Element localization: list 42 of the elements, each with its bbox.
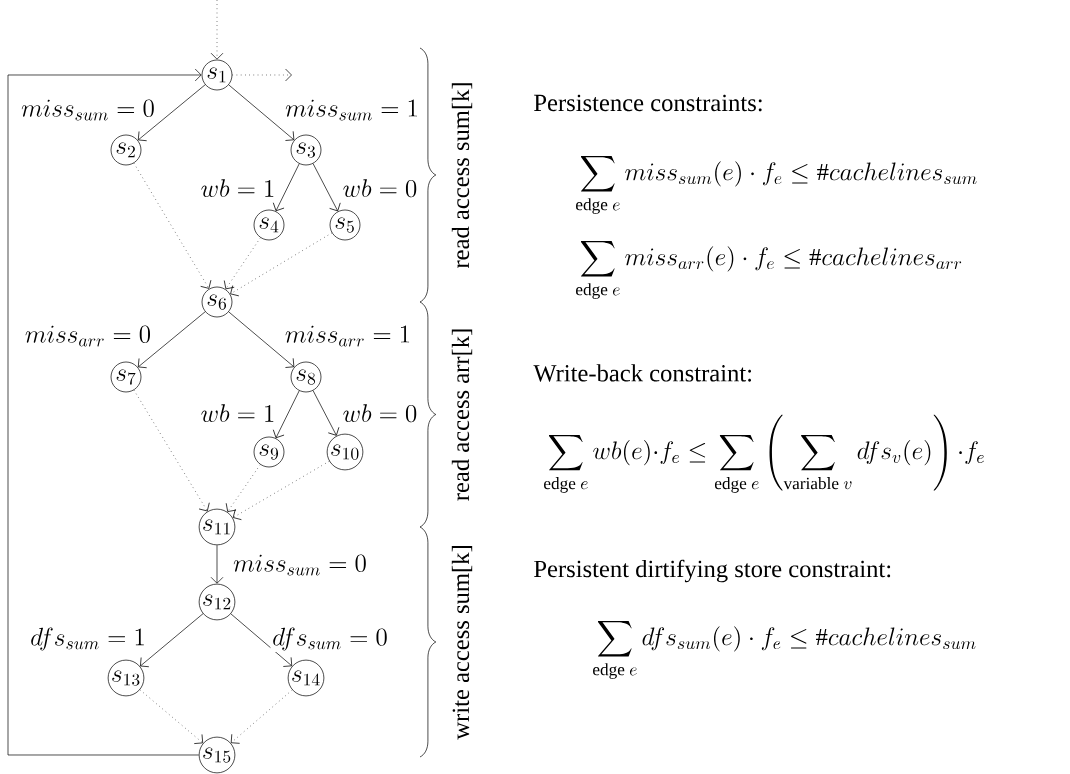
edge-label: $dfs_{sum} = 1$ xyxy=(28,626,148,652)
arrow xyxy=(312,390,340,436)
edge-label: $wb = 1$ xyxy=(198,177,278,199)
formula: $\sum_{\text{edge } e} dfs_{sum}(e) \cdot f_e \leq \#cachelines_{sum}$ xyxy=(593,621,976,679)
edge-label: $wb = 1$ xyxy=(198,402,278,424)
section-heading: Persistence constraints: xyxy=(534,94,762,112)
arrow xyxy=(230,689,293,744)
edge-label: $miss_{arr} = 0$ xyxy=(23,324,153,348)
arrow xyxy=(137,311,206,369)
edge-label: $wb = 0$ xyxy=(340,402,420,424)
arrow xyxy=(272,390,300,439)
arrow xyxy=(137,84,206,142)
arrow xyxy=(133,162,212,289)
arrow xyxy=(228,311,295,368)
edge-label: $miss_{arr} = 1$ xyxy=(283,324,413,348)
formula: $\sum_{\text{edge } e} wb(e){\cdot} f_e \leq \sum_{\text{edge } e} \left( \sum_{\text{variable } v} dfs_v(e) \right){\cdot} f_e$ xyxy=(544,414,984,493)
edge-label: $miss_{sum} = 1$ xyxy=(283,98,421,122)
arrow xyxy=(140,613,204,668)
arrow xyxy=(230,613,293,667)
brace-label: write access sum[k] xyxy=(451,546,473,740)
formula: $\sum_{\text{edge } e} miss_{sum}(e) \cdot f_e \leq \#cachelines_{sum}$ xyxy=(576,156,977,214)
arrow xyxy=(272,163,300,212)
edge-label: $dfs_{sum} = 0$ xyxy=(270,626,390,652)
section-heading: Persistent dirtifying store constraint: xyxy=(534,559,891,583)
arrow xyxy=(223,237,261,290)
formula: $\sum_{\text{edge } e} miss_{arr}(e) \cdot f_e \leq \#cachelines_{arr}$ xyxy=(576,241,962,299)
arrow xyxy=(210,544,224,584)
arrow xyxy=(7,68,202,756)
edge-label: $wb = 0$ xyxy=(340,177,420,199)
arrow xyxy=(139,689,204,744)
edge-label: $miss_{sum} = 0$ xyxy=(19,98,157,122)
brace-label: read access arr[k] xyxy=(451,329,473,501)
arrow xyxy=(210,0,224,60)
brace-label: read access sum[k] xyxy=(451,83,473,269)
arrow xyxy=(225,464,261,512)
arrow xyxy=(232,68,292,82)
arrow xyxy=(133,389,210,512)
arrow xyxy=(312,163,341,212)
arrow xyxy=(230,232,333,297)
section-heading: Write-back constraint: xyxy=(533,364,752,382)
arrow xyxy=(228,84,295,141)
edge-label: $miss_{sum} = 0$ xyxy=(231,553,369,577)
